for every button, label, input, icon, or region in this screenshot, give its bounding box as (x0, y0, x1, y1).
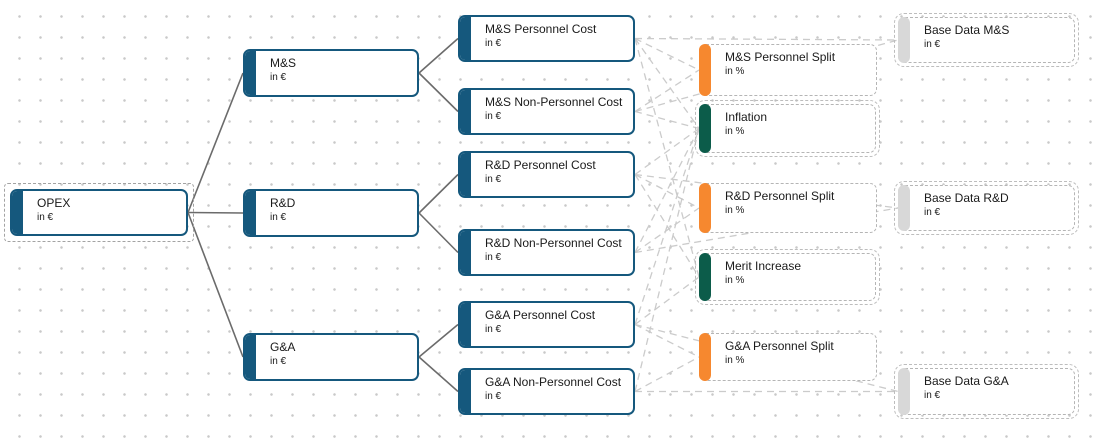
node-title: G&A Non-Personnel Cost (485, 375, 622, 389)
accent-bar (245, 191, 256, 235)
node-title: M&S Personnel Cost (485, 22, 597, 36)
node-subtitle: in % (725, 355, 745, 366)
node-title: Inflation (725, 110, 768, 124)
node-subtitle: in € (924, 207, 941, 218)
node-subtitle: in % (725, 126, 745, 137)
accent-bar (699, 183, 711, 233)
accent-bar (898, 368, 910, 415)
node-title: R&D Personnel Cost (485, 158, 596, 172)
node-title: Base Data R&D (924, 191, 1009, 205)
node-base-data-ms[interactable]: Base Data M&S in € (894, 13, 1079, 67)
accent-bar (699, 104, 711, 153)
accent-bar (460, 90, 471, 133)
node-title: Base Data M&S (924, 23, 1010, 37)
node-title: Base Data G&A (924, 374, 1009, 388)
node-title: OPEX (37, 196, 71, 210)
node-ms[interactable]: M&S in € (243, 49, 419, 97)
node-base-data-ga[interactable]: Base Data G&A in € (894, 364, 1079, 419)
node-ga-personnel-split[interactable]: G&A Personnel Split in % (699, 333, 877, 381)
node-ga-personnel-cost[interactable]: G&A Personnel Cost in € (458, 301, 635, 348)
node-ga-non-personnel-cost[interactable]: G&A Non-Personnel Cost in € (458, 368, 635, 415)
accent-bar (460, 231, 471, 274)
node-subtitle: in € (270, 72, 287, 83)
node-subtitle: in € (924, 39, 941, 50)
node-base-data-rd[interactable]: Base Data R&D in € (894, 181, 1079, 235)
accent-bar (699, 253, 711, 301)
node-title: R&D Personnel Split (725, 189, 835, 203)
node-subtitle: in € (270, 356, 287, 367)
node-rd-personnel-split[interactable]: R&D Personnel Split in % (699, 183, 877, 233)
node-title: Merit Increase (725, 259, 802, 273)
node-title: G&A (270, 340, 296, 354)
accent-bar (699, 333, 711, 381)
accent-bar (245, 335, 256, 379)
accent-bar (460, 153, 471, 196)
node-subtitle: in € (485, 38, 502, 49)
accent-bar (898, 17, 910, 63)
node-subtitle: in € (37, 212, 54, 223)
node-inflation[interactable]: Inflation in % (695, 100, 880, 157)
node-title: M&S (270, 56, 297, 70)
node-subtitle: in € (485, 391, 502, 402)
node-ms-personnel-cost[interactable]: M&S Personnel Cost in € (458, 15, 635, 62)
node-subtitle: in € (485, 324, 502, 335)
node-ms-personnel-split[interactable]: M&S Personnel Split in % (699, 44, 877, 96)
node-rd-non-personnel-cost[interactable]: R&D Non-Personnel Cost in € (458, 229, 635, 276)
accent-bar (460, 303, 471, 346)
node-rd-personnel-cost[interactable]: R&D Personnel Cost in € (458, 151, 635, 198)
node-title: M&S Non-Personnel Cost (485, 95, 623, 109)
node-subtitle: in € (485, 252, 502, 263)
accent-bar (12, 191, 23, 234)
accent-bar (898, 185, 910, 231)
node-title: M&S Personnel Split (725, 50, 836, 64)
node-merit-increase[interactable]: Merit Increase in % (695, 249, 880, 305)
node-subtitle: in € (485, 111, 502, 122)
node-subtitle: in € (485, 174, 502, 185)
node-opex[interactable]: OPEX in € (4, 183, 194, 242)
accent-bar (460, 17, 471, 60)
accent-bar (699, 44, 711, 96)
node-subtitle: in € (270, 212, 287, 223)
accent-bar (460, 370, 471, 413)
accent-bar (245, 51, 256, 95)
node-rd[interactable]: R&D in € (243, 189, 419, 237)
node-subtitle: in % (725, 205, 745, 216)
node-subtitle: in % (725, 66, 745, 77)
node-title: G&A Personnel Cost (485, 308, 596, 322)
node-title: R&D (270, 196, 296, 210)
node-ga[interactable]: G&A in € (243, 333, 419, 381)
node-subtitle: in % (725, 275, 745, 286)
node-title: R&D Non-Personnel Cost (485, 236, 622, 250)
node-ms-non-personnel-cost[interactable]: M&S Non-Personnel Cost in € (458, 88, 635, 135)
node-title: G&A Personnel Split (725, 339, 834, 353)
node-subtitle: in € (924, 390, 941, 401)
